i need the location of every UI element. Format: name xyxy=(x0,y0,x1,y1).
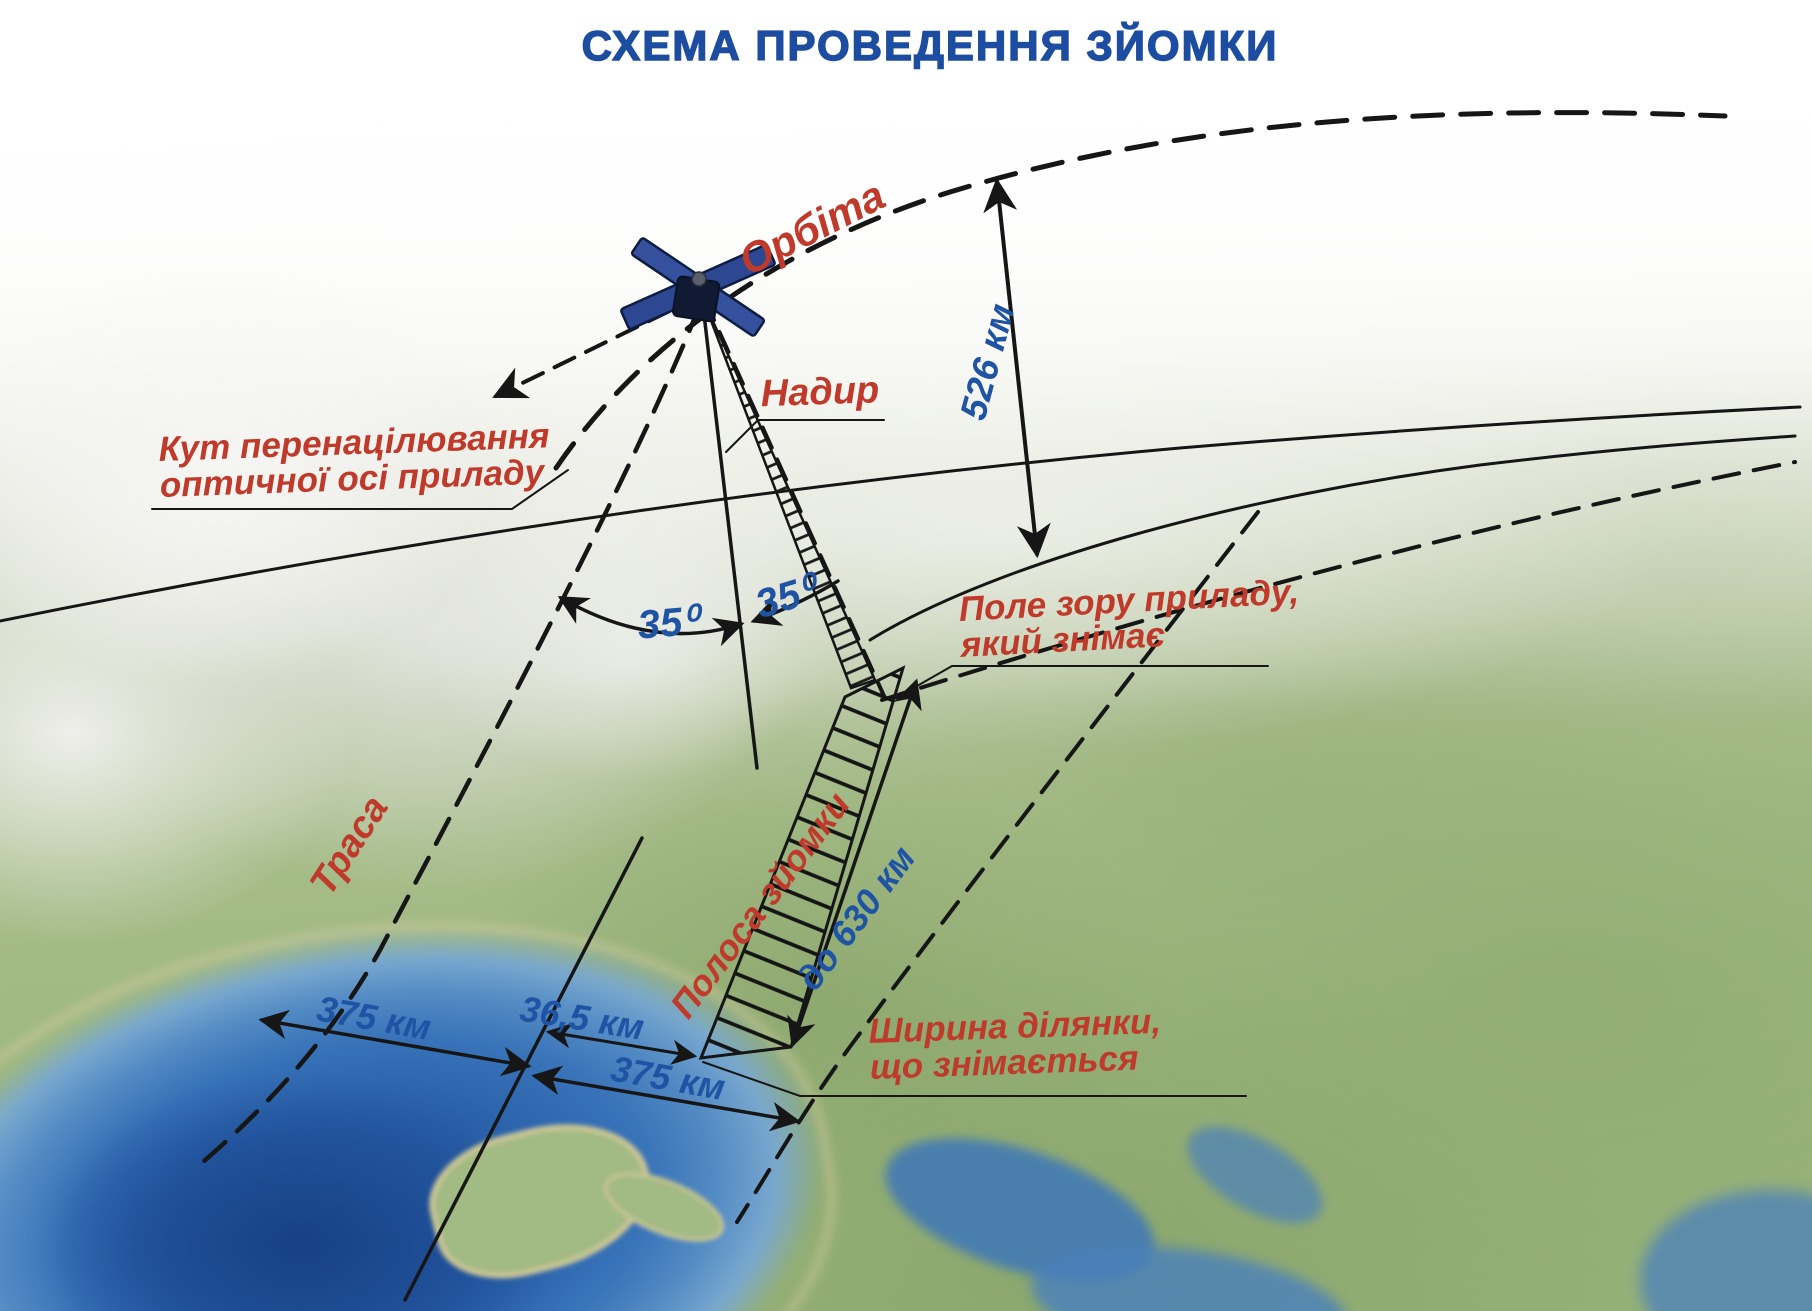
angle-left-value: 35⁰ xyxy=(635,598,700,648)
fov-cone-right-dashed xyxy=(703,298,886,698)
clouds-middle xyxy=(420,520,840,780)
nadir-line xyxy=(700,295,759,770)
dim-36-5km xyxy=(545,1023,698,1065)
retarget-label-leader xyxy=(151,469,569,510)
ground-track-dashed xyxy=(193,302,703,1171)
dim-526km xyxy=(983,177,1051,559)
retarget-angle-label: Кут перенацілювання оптичної осі приладу xyxy=(158,416,551,505)
fov-label-leader xyxy=(895,665,1269,699)
fov-swath-dashed-arc xyxy=(880,460,1797,702)
corridor-right-dashed xyxy=(735,510,1260,1224)
dim-375km-left xyxy=(258,1009,532,1077)
angle-arc-right xyxy=(750,579,840,626)
surface-arc-right xyxy=(868,434,1797,642)
dim-375km-right xyxy=(531,1065,801,1132)
imaged-width-label: Ширина ділянки, що знімається xyxy=(868,1002,1163,1088)
orbit-path xyxy=(553,110,1728,471)
satellite-icon xyxy=(620,237,776,337)
clouds-left xyxy=(0,270,500,690)
width-label-leader xyxy=(702,1061,1247,1097)
ground-track-solid xyxy=(403,836,644,1302)
nadir-label: Надир xyxy=(760,369,880,416)
angle-arc-left xyxy=(557,596,745,647)
dim-630km xyxy=(787,678,922,1048)
page-title: СХЕМА ПРОВЕДЕННЯ ЗЙОМКИ xyxy=(581,21,1279,69)
nadir-leader xyxy=(725,419,885,453)
